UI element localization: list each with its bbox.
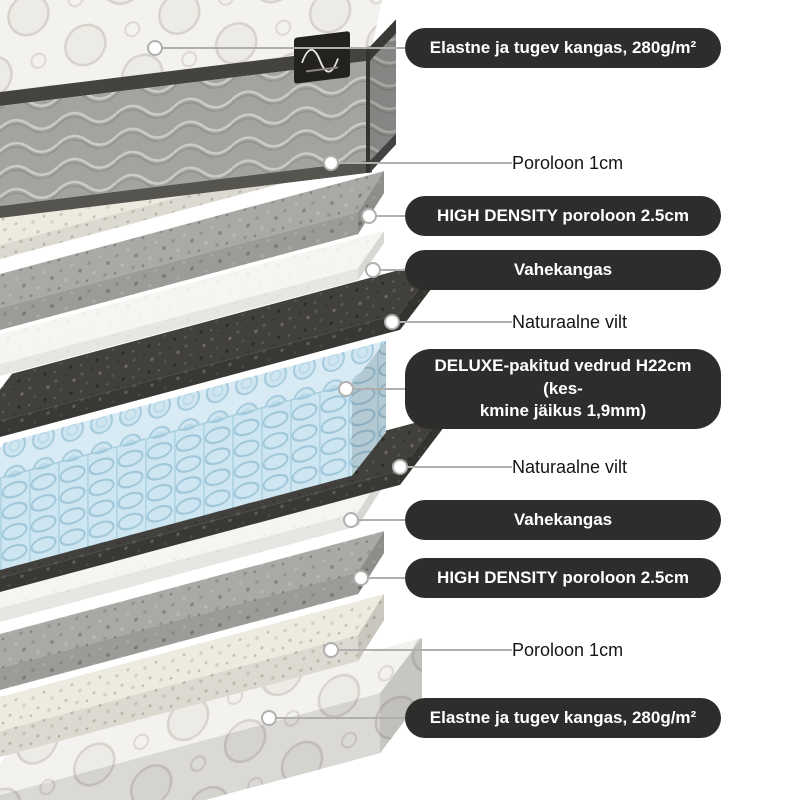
marker-dot bbox=[384, 314, 400, 330]
springs-label-line1: DELUXE-pakitud vedrud H22cm (kes- bbox=[434, 356, 692, 398]
marker-dot bbox=[261, 710, 277, 726]
label-text-felt-bottom: Naturaalne vilt bbox=[512, 456, 628, 477]
springs-label-line2: kmine jäikus 1,9mm) bbox=[479, 401, 647, 421]
label-badge-springs: DELUXE-pakitud vedrud H22cm (kes- kmine … bbox=[405, 349, 721, 429]
layer-springs bbox=[0, 340, 386, 579]
layer-poroloon-bottom bbox=[0, 594, 384, 766]
marker-dot bbox=[365, 262, 381, 278]
annotation-springs: DELUXE-pakitud vedrud H22cm (kes- kmine … bbox=[338, 349, 721, 429]
label-badge-cover-bottom: Elastne ja tugev kangas, 280g/m² bbox=[405, 698, 721, 738]
annotation-spacer-top: Vahekangas bbox=[365, 250, 721, 290]
mattress-side-panel bbox=[0, 60, 372, 211]
leader-line bbox=[408, 466, 512, 468]
marker-dot bbox=[323, 642, 339, 658]
leader-line bbox=[354, 388, 405, 390]
leader-line bbox=[369, 577, 405, 579]
leader-line bbox=[277, 717, 405, 719]
label-badge-cover-top: Elastne ja tugev kangas, 280g/m² bbox=[405, 28, 721, 68]
leader-line bbox=[381, 269, 405, 271]
layer-cover-bottom bbox=[0, 637, 422, 800]
mattress-bottom-tape bbox=[0, 160, 372, 223]
label-badge-hd-foam-top: HIGH DENSITY poroloon 2.5cm bbox=[405, 196, 721, 236]
annotation-foam-bottom: Poroloon 1cm bbox=[323, 638, 623, 662]
annotation-spacer-bottom: Vahekangas bbox=[343, 500, 721, 540]
marker-dot bbox=[353, 570, 369, 586]
brand-tag bbox=[294, 31, 350, 84]
annotation-cover-top: Elastne ja tugev kangas, 280g/m² bbox=[147, 28, 721, 68]
annotation-hd-foam-top: HIGH DENSITY poroloon 2.5cm bbox=[361, 196, 721, 236]
annotation-foam-top: Poroloon 1cm bbox=[323, 151, 623, 175]
layer-vahekangas-top bbox=[0, 231, 384, 385]
label-badge-spacer-top: Vahekangas bbox=[405, 250, 721, 290]
marker-dot bbox=[343, 512, 359, 528]
annotation-felt-top: Naturaalne vilt bbox=[384, 310, 627, 334]
leader-line bbox=[339, 649, 512, 651]
label-text-felt-top: Naturaalne vilt bbox=[512, 311, 628, 332]
marker-dot bbox=[323, 155, 339, 171]
annotation-cover-bottom: Elastne ja tugev kangas, 280g/m² bbox=[261, 698, 721, 738]
mattress-top-fabric bbox=[0, 0, 434, 97]
mattress-block bbox=[0, 0, 434, 223]
leader-line bbox=[359, 519, 405, 521]
marker-dot bbox=[361, 208, 377, 224]
layer-felt-top bbox=[0, 258, 442, 446]
leader-line bbox=[400, 321, 512, 323]
marker-dot bbox=[147, 40, 163, 56]
label-badge-hd-foam-bottom: HIGH DENSITY poroloon 2.5cm bbox=[405, 558, 721, 598]
annotation-hd-foam-bottom: HIGH DENSITY poroloon 2.5cm bbox=[353, 558, 721, 598]
layer-hd-poroloon-bottom bbox=[0, 531, 384, 699]
marker-dot bbox=[338, 381, 354, 397]
leader-line bbox=[377, 215, 405, 217]
mattress-binding bbox=[0, 46, 372, 111]
marker-dot bbox=[392, 459, 408, 475]
label-text-foam-top: Poroloon 1cm bbox=[512, 152, 624, 173]
label-badge-spacer-bottom: Vahekangas bbox=[405, 500, 721, 540]
leader-line bbox=[163, 47, 405, 49]
annotation-felt-bottom: Naturaalne vilt bbox=[392, 455, 627, 479]
layer-hd-poroloon-top bbox=[0, 171, 384, 339]
leader-line bbox=[339, 162, 512, 164]
label-text-foam-bottom: Poroloon 1cm bbox=[512, 639, 624, 660]
